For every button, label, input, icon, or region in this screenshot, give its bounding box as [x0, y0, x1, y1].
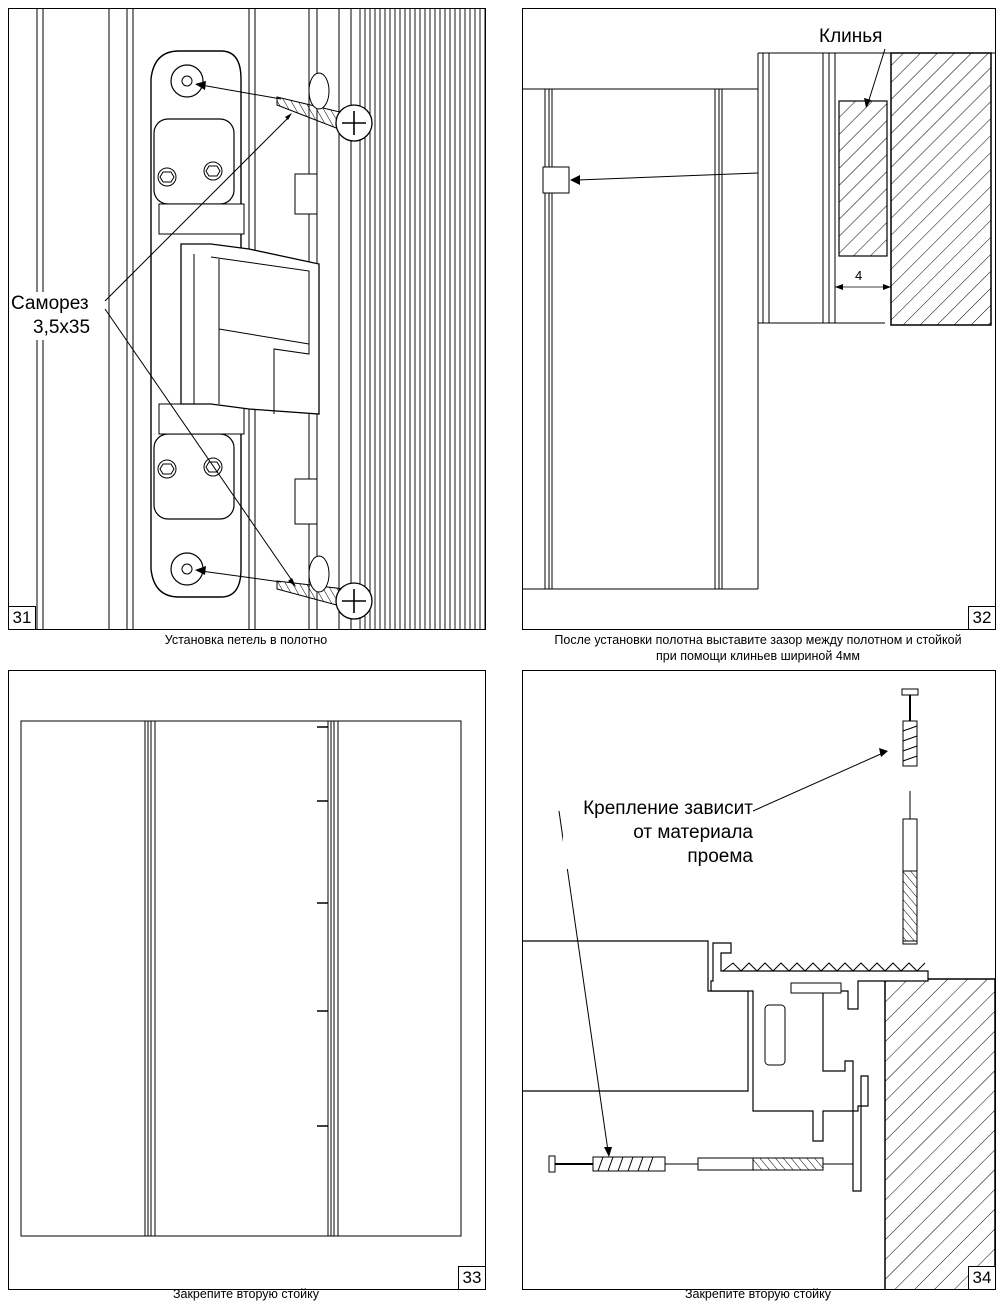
screw-callout-line-2: 3,5х35 [33, 317, 91, 338]
caption-32-line-2: при помощи клиньев шириной 4мм [656, 649, 860, 663]
panel-31: Саморез 3,5х35 31 [8, 8, 486, 630]
fastening-callout-line-1: Крепление зависит [583, 798, 753, 819]
screw-callout-line-1: Саморез [11, 293, 89, 314]
step-number-34: 34 [968, 1266, 995, 1289]
wedge-gap-drawing [523, 48, 995, 590]
fastening-callout: Крепление зависит от материала проема [563, 797, 753, 869]
step-number-31: 31 [9, 606, 36, 629]
caption-33: Закрепите вторую стойку [172, 1287, 320, 1301]
step-number-32: 32 [968, 606, 995, 629]
panel-33: 33 [8, 670, 486, 1290]
screw-callout: Саморез 3,5х35 [11, 292, 103, 340]
caption-31: Установка петель в полотно [164, 633, 328, 647]
fastening-callout-line-3: проема [687, 846, 753, 867]
hinge-installation-drawing [36, 9, 485, 629]
screw-top [276, 72, 373, 142]
second-post-drawing [20, 720, 462, 1237]
screw-bottom [276, 555, 373, 620]
step-number-33: 33 [458, 1266, 485, 1289]
frame-fastening-drawing [523, 688, 995, 1289]
caption-32: После установки полотна выставите зазор … [520, 632, 996, 664]
panel-32: Клинья 4 32 [522, 8, 996, 630]
fastening-callout-line-2: от материала [633, 822, 753, 843]
wedges-callout: Клинья [819, 25, 883, 49]
gap-dimension-label: 4 [853, 268, 865, 283]
panel-34: Крепление зависит от материала проема 34 [522, 670, 996, 1290]
caption-32-line-1: После установки полотна выставите зазор … [554, 633, 962, 647]
caption-34: Закрепите вторую стойку [684, 1287, 832, 1301]
